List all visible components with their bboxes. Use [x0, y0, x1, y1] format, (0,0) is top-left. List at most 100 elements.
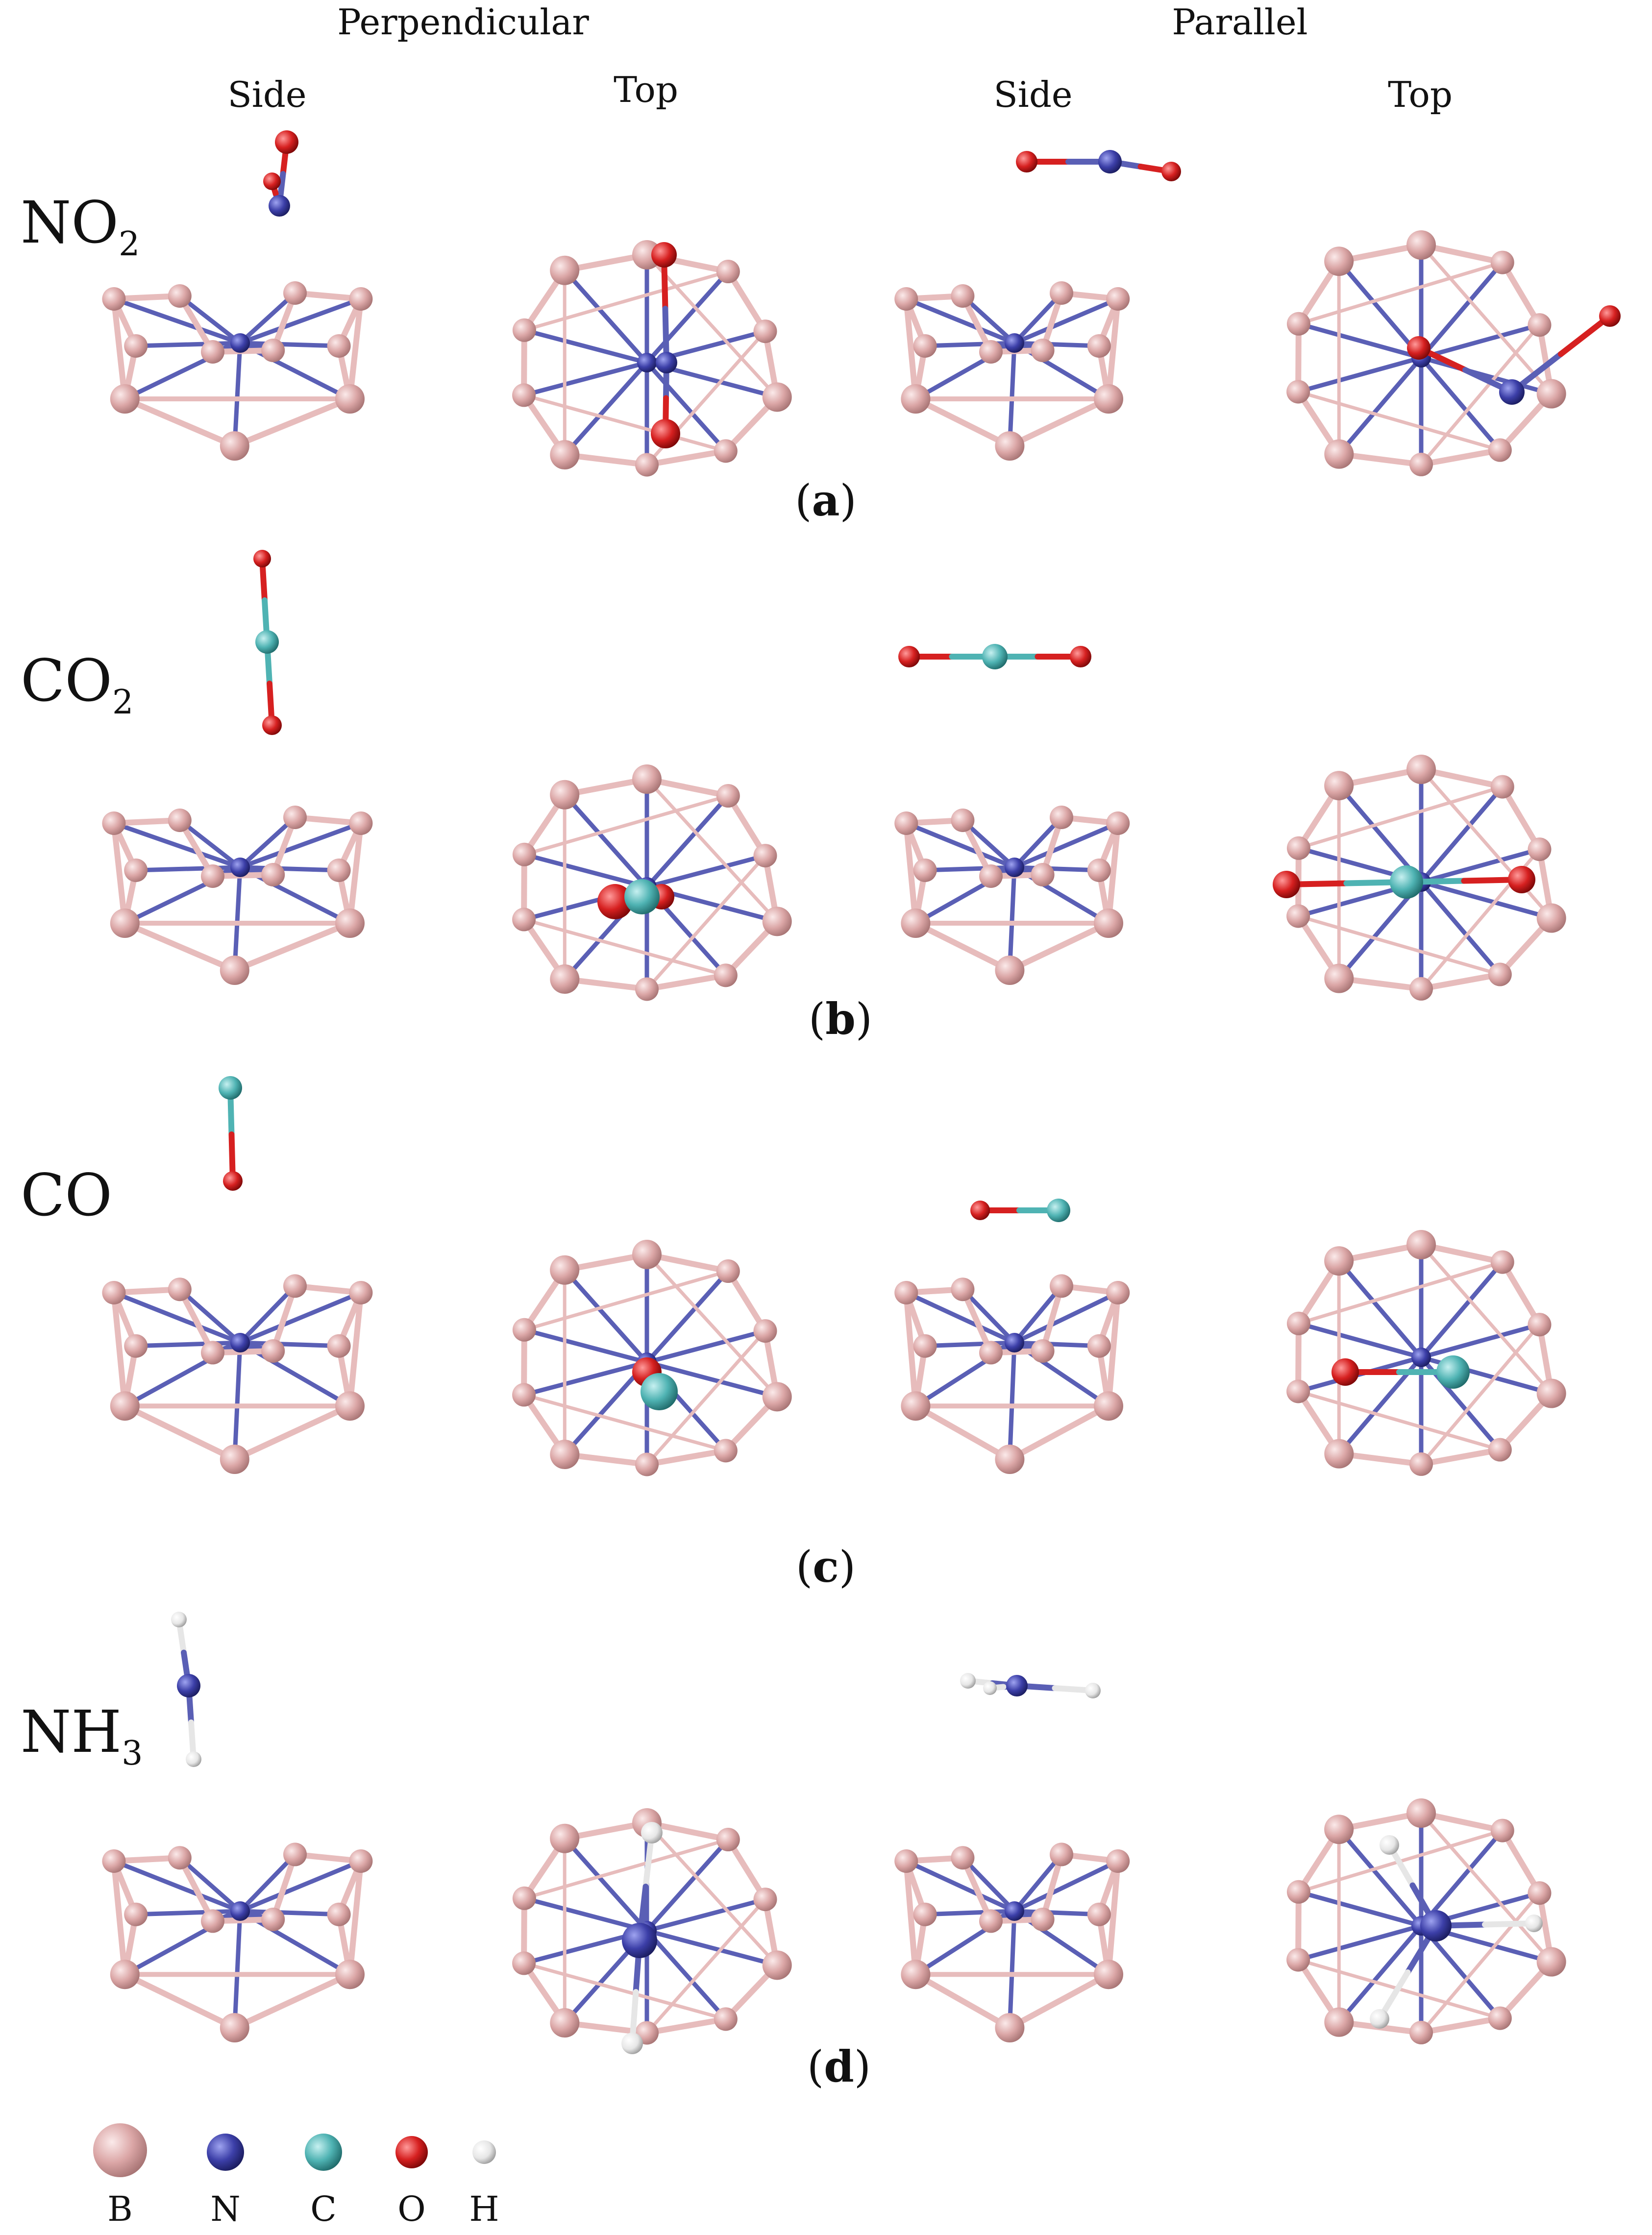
cage-bond	[912, 396, 1013, 449]
molecule-atom	[1273, 871, 1300, 898]
center-bond	[1012, 1340, 1102, 1349]
boron-atom	[1406, 230, 1436, 260]
row-label-nh3-main: NH	[21, 1698, 122, 1766]
boron-atom	[762, 1950, 792, 1980]
center-bond	[923, 341, 1017, 348]
header-view-side-perpendicular: Side	[227, 74, 306, 115]
boron-atom	[1031, 1908, 1055, 1931]
cluster-top-perpendicular-0	[512, 240, 792, 477]
boron-atom	[550, 1255, 580, 1285]
co2-top-parallel	[1273, 865, 1535, 899]
center-bond	[904, 1859, 1017, 1914]
ring-bond	[1296, 914, 1502, 977]
header-view-side-parallel: Side	[993, 74, 1072, 115]
boron-atom	[894, 1849, 918, 1873]
ring-bond	[1419, 243, 1553, 396]
boron-atom	[110, 1960, 140, 1989]
boron-atom	[714, 2007, 738, 2031]
boron-atom	[1536, 379, 1566, 409]
cage-bond	[176, 1286, 216, 1356]
cage-bond	[912, 1403, 1013, 1462]
boron-atom	[349, 811, 373, 835]
ring-bond	[1419, 323, 1541, 467]
molecule-atom	[1070, 646, 1091, 667]
boron-atom	[102, 811, 126, 835]
boron-atom	[635, 1452, 659, 1476]
boron-atom	[512, 318, 536, 342]
boron-atom	[110, 909, 140, 938]
molecule-atom	[253, 550, 271, 567]
boron-atom	[716, 1259, 740, 1283]
boron-atom	[220, 431, 249, 461]
panel-label-a-close: )	[840, 475, 857, 526]
center-bond	[1336, 355, 1424, 457]
no2-top-perpendicular	[651, 242, 680, 448]
ring-bond	[645, 1897, 767, 2035]
boron-atom	[1324, 963, 1354, 993]
boron-atom	[1409, 2020, 1433, 2044]
nitrogen-atom	[1005, 333, 1024, 353]
center-bond	[644, 1269, 731, 1365]
molecule-atom	[651, 242, 677, 268]
center-bond	[1296, 1321, 1424, 1360]
boron-atom	[1406, 1798, 1436, 1828]
boron-atom	[1488, 962, 1512, 986]
center-bond	[1336, 259, 1424, 360]
panel-label-b-close: )	[856, 994, 872, 1044]
center-bond	[1012, 296, 1120, 345]
cage-bond	[111, 296, 128, 402]
ring-bond	[1419, 1323, 1541, 1466]
center-bond	[1419, 847, 1542, 884]
cluster-side-perpendicular-0	[102, 281, 373, 461]
boron-atom	[1286, 1311, 1310, 1335]
center-bond	[1012, 1859, 1120, 1914]
boron-atom	[124, 1334, 148, 1358]
cage-bond	[912, 920, 1013, 973]
cage-bond	[1106, 296, 1121, 402]
boron-atom	[753, 1319, 777, 1343]
boron-atom	[349, 1281, 373, 1304]
panel-label-b-open: (	[809, 994, 825, 1044]
boron-atom	[901, 1960, 931, 1989]
molecule-atom	[982, 644, 1008, 669]
ring-bond	[1296, 1389, 1502, 1452]
boron-atom	[1087, 1334, 1111, 1358]
boron-atom	[995, 956, 1025, 985]
molecule-atom	[960, 1673, 976, 1689]
boron-atom	[110, 384, 140, 414]
boron-atom	[335, 1960, 365, 1989]
center-bond	[1012, 1283, 1064, 1345]
center-bond	[238, 296, 363, 345]
cage-bond	[122, 1403, 238, 1462]
boron-atom	[913, 1902, 937, 1926]
boron-atom	[261, 863, 285, 886]
molecule-atom	[1331, 1358, 1359, 1386]
boron-atom	[635, 977, 659, 1001]
cage-bond	[347, 1290, 364, 1409]
cage-bond	[903, 1290, 919, 1409]
cluster-side-perpendicular-1	[102, 806, 373, 985]
boron-atom	[1031, 339, 1055, 362]
no2-side-parallel	[1016, 150, 1181, 181]
boron-atom	[1528, 837, 1552, 861]
boron-atom	[979, 1341, 1003, 1365]
cluster-top-perpendicular-2	[512, 1240, 792, 1476]
boron-atom	[261, 1339, 285, 1363]
molecule-atom	[171, 1612, 187, 1627]
center-bond	[960, 1855, 1017, 1914]
molecule-atom	[1047, 1199, 1070, 1222]
boron-atom	[550, 255, 580, 285]
boron-atom	[951, 1277, 975, 1302]
panel-label-c-close: )	[839, 1542, 856, 1592]
nitrogen-atom-icon	[207, 2134, 244, 2171]
molecule-atom	[223, 1171, 243, 1191]
center-bond	[644, 1928, 780, 1967]
boron-atom	[1490, 1250, 1514, 1274]
nh3-top-perpendicular	[621, 1822, 663, 2054]
boron-atom	[201, 1341, 224, 1365]
center-bond	[562, 268, 649, 365]
ring-bond	[1499, 1259, 1543, 1328]
boron-atom	[335, 909, 365, 938]
ring-bond	[645, 854, 767, 991]
cage-bond	[231, 920, 353, 973]
